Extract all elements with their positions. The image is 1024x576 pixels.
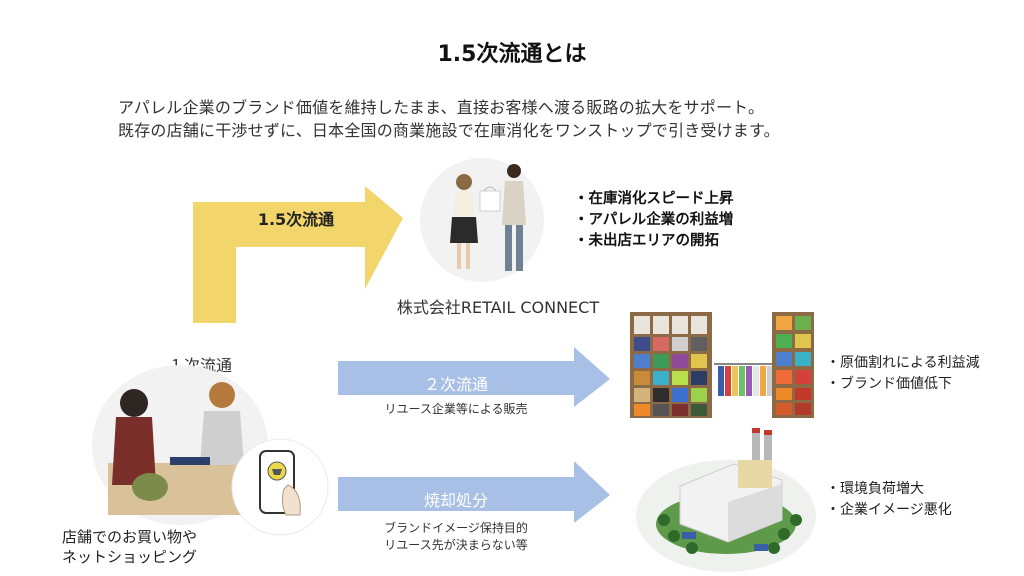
benefits-list: ・在庫消化スピード上昇 ・アパレル企業の利益増 ・未出店エリアの開拓 bbox=[574, 189, 734, 252]
secondary-effects: ・原価割れによる利益減 ・ブランド価値低下 bbox=[826, 353, 980, 395]
page-title: 1.5次流通とは bbox=[0, 36, 1024, 68]
benefit-item: ・未出店エリアの開拓 bbox=[574, 231, 734, 252]
incineration-label: 焼却処分 bbox=[338, 487, 574, 511]
primary-caption: 店舗でのお買い物や ネットショッピング bbox=[62, 527, 197, 567]
benefit-item: ・在庫消化スピード上昇 bbox=[574, 189, 734, 210]
secondary-label: ２次流通 bbox=[338, 371, 574, 395]
company-name: 株式会社RETAIL CONNECT bbox=[368, 294, 628, 318]
intro-line-2: 既存の店舗に干渉せずに、日本全国の商業施設で在庫消化をワンストップで引き受けます… bbox=[118, 117, 780, 141]
effect-item: ・環境負荷増大 bbox=[826, 479, 952, 500]
flow-15-label: 1.5次流通 bbox=[236, 206, 356, 230]
intro-line-1: アパレル企業のブランド価値を維持したまま、直接お客様へ渡る販路の拡大をサポート。 bbox=[118, 94, 764, 118]
effect-item: ・原価割れによる利益減 bbox=[826, 353, 980, 374]
clothing-shelves-illustration bbox=[630, 312, 820, 422]
shop-clerk-illustration bbox=[422, 155, 542, 285]
shopping-illustration bbox=[90, 365, 350, 535]
incineration-plant-illustration bbox=[634, 424, 824, 574]
effect-item: ・ブランド価値低下 bbox=[826, 374, 980, 395]
primary-caption-line: 店舗でのお買い物や bbox=[62, 527, 197, 547]
incineration-sub-line: ブランドイメージ保持目的 bbox=[338, 520, 574, 537]
effect-item: ・企業イメージ悪化 bbox=[826, 500, 952, 521]
incineration-sub: ブランドイメージ保持目的 リユース先が決まらない等 bbox=[338, 520, 574, 554]
primary-caption-line: ネットショッピング bbox=[62, 547, 197, 567]
benefit-item: ・アパレル企業の利益増 bbox=[574, 210, 734, 231]
secondary-sub: リユース企業等による販売 bbox=[338, 401, 574, 418]
incineration-sub-line: リユース先が決まらない等 bbox=[338, 537, 574, 554]
incineration-effects: ・環境負荷増大 ・企業イメージ悪化 bbox=[826, 479, 952, 521]
